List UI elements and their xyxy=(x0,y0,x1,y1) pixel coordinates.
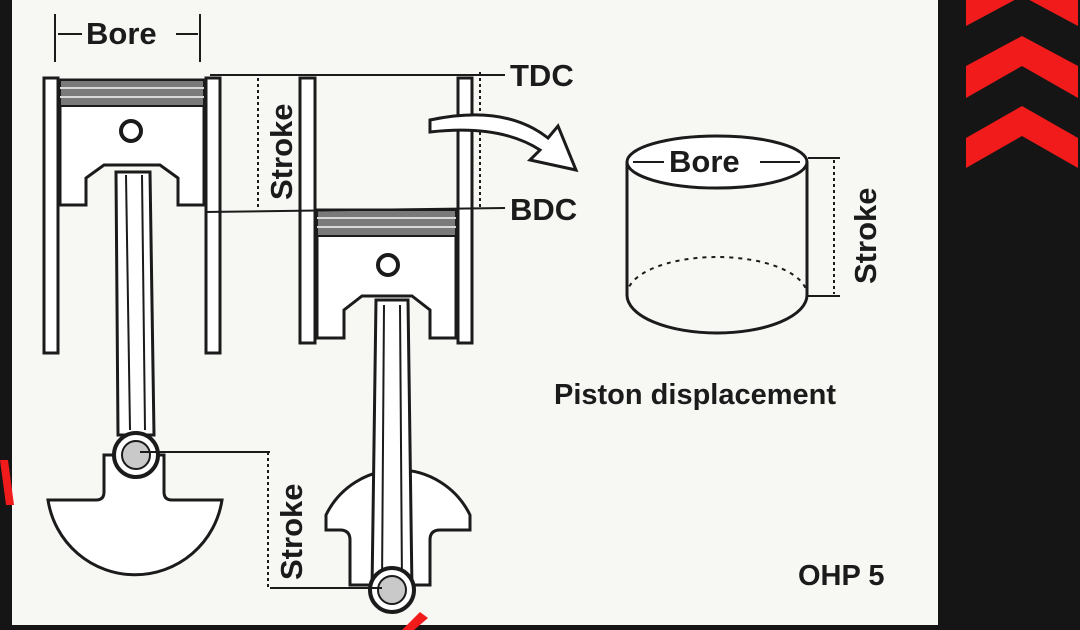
bore-label-left: Bore xyxy=(86,16,157,51)
middle-cylinder-assembly xyxy=(298,76,474,614)
left-cylinder-wall-right xyxy=(204,76,222,355)
left-piston-pin xyxy=(119,119,143,143)
left-piston-rings xyxy=(59,79,205,107)
displacement-cylinder xyxy=(625,134,840,335)
left-cylinder-assembly xyxy=(42,76,224,577)
left-crank-web xyxy=(46,453,224,577)
left-connecting-rod xyxy=(114,170,156,437)
chevron-up-icon xyxy=(966,106,1078,168)
chevron-up-icon xyxy=(966,36,1078,98)
left-cylinder-wall-left xyxy=(42,76,60,355)
piston-displacement-caption: Piston displacement xyxy=(554,379,836,411)
slide-id-label: OHP 5 xyxy=(798,560,885,592)
middle-connecting-rod xyxy=(370,298,414,592)
cylinder-bottom-front xyxy=(625,294,809,335)
stroke-label-top: Stroke xyxy=(264,104,299,200)
curved-arrow xyxy=(428,113,579,173)
cylinder-bottom-back xyxy=(626,256,808,296)
red-stroke-left xyxy=(0,460,14,505)
middle-piston-rings xyxy=(316,209,457,237)
bore-label-cylinder: Bore xyxy=(669,144,740,179)
middle-piston-pin xyxy=(376,253,400,277)
bdc-reference-line xyxy=(204,207,506,213)
chevron-up-icon xyxy=(966,0,1078,26)
stroke-label-bottom: Stroke xyxy=(274,484,309,580)
middle-cylinder-wall-right xyxy=(456,76,474,345)
dimension-lines xyxy=(54,14,506,589)
bdc-label: BDC xyxy=(510,192,577,227)
red-stroke-bottom xyxy=(402,612,428,630)
stroke-label-cylinder: Stroke xyxy=(848,188,883,284)
tdc-label: TDC xyxy=(510,58,574,93)
